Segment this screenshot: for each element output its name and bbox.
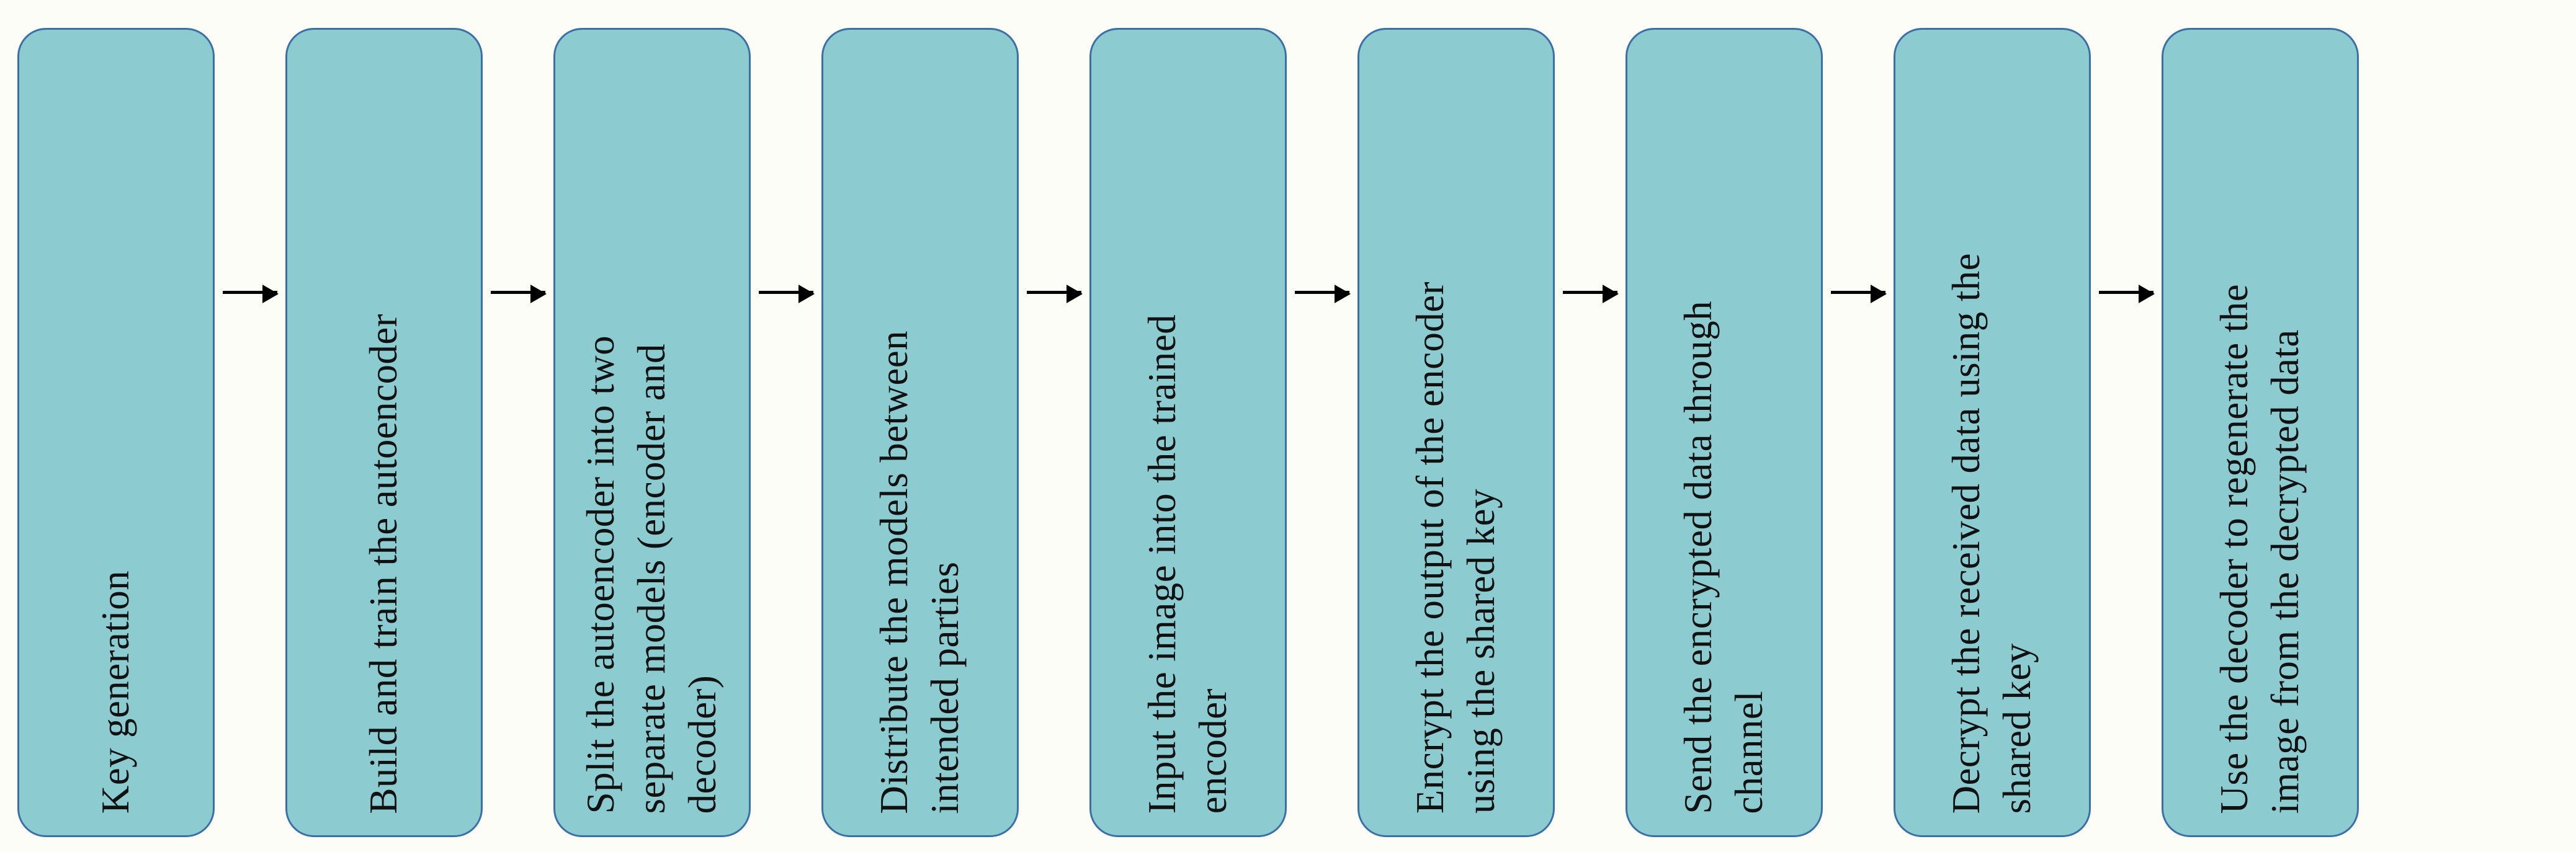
- flow-node-step-2[interactable]: Build and train the autoencoder: [285, 27, 483, 837]
- flow-node-label: Decrypt the received data using the shar…: [1944, 253, 2039, 814]
- arrow-right-icon: [2099, 284, 2155, 303]
- flow-node-label: Use the decoder to regenerate the image …: [2212, 283, 2307, 814]
- flow-connector-arrow-5: [1287, 0, 1357, 852]
- arrow-head: [530, 284, 547, 303]
- arrow-head: [1603, 284, 1619, 303]
- arrow-head: [2139, 284, 2155, 303]
- arrow-right-icon: [1027, 284, 1083, 303]
- arrow-right-icon: [1831, 284, 1887, 303]
- flow-node-step-3[interactable]: Split the autoencoder into two separate …: [553, 27, 751, 837]
- arrow-head: [1067, 284, 1083, 303]
- flow-node-label: Input the image into the trained encoder: [1140, 314, 1235, 814]
- flow-node-step-9[interactable]: Use the decoder to regenerate the image …: [2162, 27, 2359, 837]
- flow-node-label: Build and train the autoencoder: [362, 313, 406, 814]
- arrow-head: [1871, 284, 1887, 303]
- flow-connector-arrow-8: [2091, 0, 2162, 852]
- arrow-head: [1335, 284, 1351, 303]
- flow-node-step-8[interactable]: Decrypt the received data using the shar…: [1894, 27, 2091, 837]
- flow-node-label: Split the autoencoder into two separate …: [579, 335, 724, 814]
- arrow-head: [262, 284, 279, 303]
- flow-node-step-4[interactable]: Distribute the models between intended p…: [821, 27, 1019, 837]
- flow-node-label: Key generation: [94, 570, 138, 814]
- arrow-right-icon: [759, 284, 815, 303]
- flow-node-label: Distribute the models between intended p…: [872, 330, 967, 814]
- flow-node-step-7[interactable]: Send the encrypted data through channel: [1626, 27, 1823, 837]
- flow-connector-arrow-3: [751, 0, 821, 852]
- arrow-right-icon: [491, 284, 547, 303]
- flow-connector-arrow-2: [483, 0, 553, 852]
- arrow-head: [798, 284, 815, 303]
- flow-connector-arrow-4: [1019, 0, 1089, 852]
- flow-node-step-5[interactable]: Input the image into the trained encoder: [1089, 27, 1287, 837]
- flow-connector-arrow-6: [1555, 0, 1626, 852]
- flow-connector-arrow-1: [215, 0, 285, 852]
- arrow-right-icon: [1295, 284, 1351, 303]
- arrow-right-icon: [223, 284, 279, 303]
- flow-connector-arrow-7: [1823, 0, 1894, 852]
- flow-node-label: Encrypt the output of the encoder using …: [1408, 282, 1503, 814]
- flow-node-step-1[interactable]: Key generation: [17, 27, 215, 837]
- flow-node-label: Send the encrypted data through channel: [1676, 300, 1771, 814]
- flow-node-step-6[interactable]: Encrypt the output of the encoder using …: [1357, 27, 1555, 837]
- arrow-right-icon: [1563, 284, 1619, 303]
